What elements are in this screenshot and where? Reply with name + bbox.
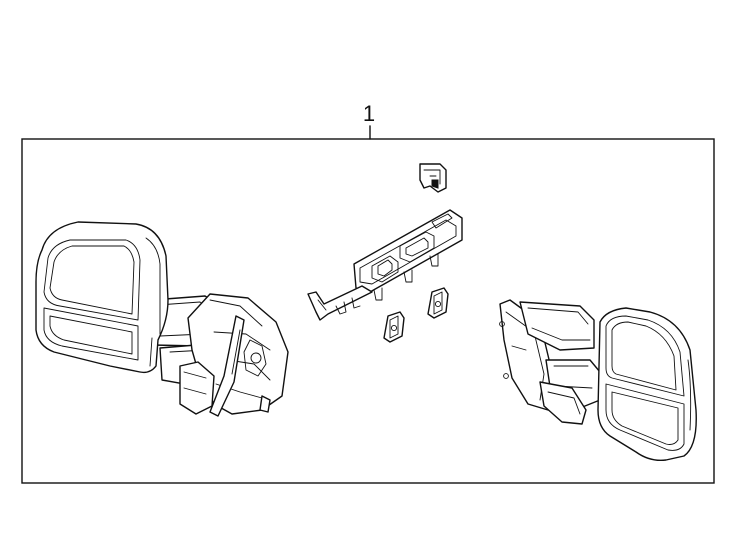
mirror-switch-bezel [307, 209, 463, 321]
assembly-frame [21, 138, 715, 484]
right-mirror-assembly [499, 299, 697, 462]
left-mirror-assembly [35, 221, 289, 417]
callout-label-1: 1 [363, 101, 375, 126]
mounting-clip-right [427, 287, 449, 319]
mounting-clip-left [383, 311, 405, 343]
retaining-clip-top [419, 163, 447, 193]
